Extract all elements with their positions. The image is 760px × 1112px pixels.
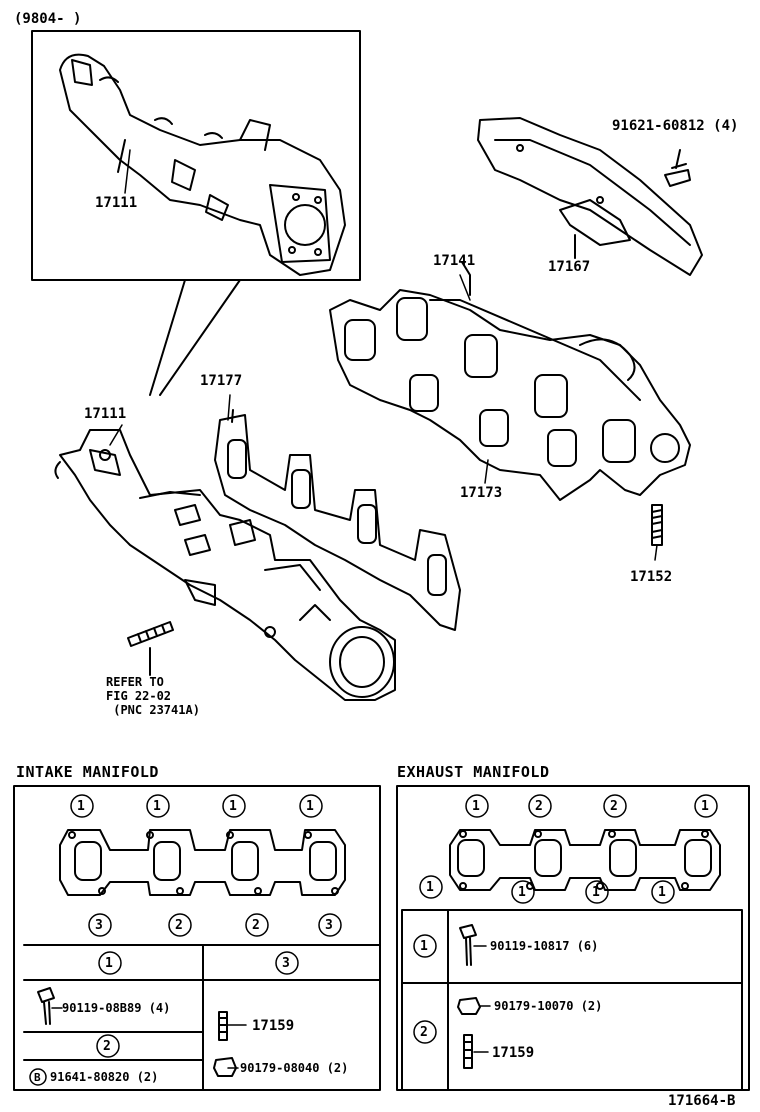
exhaust-table-grid bbox=[401, 909, 743, 1091]
exhaust-bolt-part: 90119-10817 (6) bbox=[490, 939, 599, 953]
exhaust-nut-part: 90179-10070 (2) bbox=[494, 999, 603, 1013]
intake-manifold-label: 17111 bbox=[84, 406, 127, 422]
stud-17152-drawing bbox=[651, 504, 663, 546]
exhaust-table-row2-mark: 2 bbox=[420, 1025, 428, 1040]
inset-part-label: 17111 bbox=[95, 195, 138, 211]
stud-glyph-exhaust bbox=[463, 1034, 473, 1069]
intake-gasket-schematic bbox=[59, 829, 346, 896]
callout-dashes bbox=[51, 945, 491, 1069]
exhaust-bottom-mark-1: 1 bbox=[426, 880, 434, 895]
intake-bolt-part: 90119-08B89 (4) bbox=[62, 1001, 171, 1015]
intake-manifold-drawing bbox=[54, 429, 396, 701]
figure-id: 171664-B bbox=[668, 1093, 736, 1109]
intake-table-col1-header: 1 bbox=[105, 956, 113, 971]
exhaust-top-mark-1: 1 bbox=[472, 799, 480, 814]
intake-bottom-mark-1: 3 bbox=[95, 918, 103, 933]
intake-table-row2-header: 2 bbox=[103, 1039, 111, 1054]
intake-top-mark-1: 1 bbox=[77, 799, 85, 814]
exhaust-bottom-mark-3: 1 bbox=[592, 885, 600, 900]
intake-top-mark-2: 1 bbox=[153, 799, 161, 814]
intake-table-col2-header: 3 bbox=[282, 956, 290, 971]
stud-label: 17152 bbox=[630, 569, 673, 585]
exhaust-top-mark-2: 2 bbox=[535, 799, 543, 814]
inset-intake-manifold-drawing bbox=[59, 53, 346, 276]
insulator-bolt-label: 91621-60812 (4) bbox=[612, 118, 739, 134]
intake-table-grid bbox=[23, 944, 381, 1091]
exhaust-bottom-mark-4: 1 bbox=[658, 885, 666, 900]
intake-bottom-mark-4: 3 bbox=[325, 918, 333, 933]
intake-row2-part: 91641-80820 (2) bbox=[50, 1070, 159, 1084]
intake-gasket-drawing bbox=[214, 409, 461, 631]
circled-marks bbox=[29, 794, 718, 1086]
nut-glyph bbox=[213, 1057, 237, 1077]
refer-stud-drawing bbox=[127, 621, 174, 676]
exhaust-gasket-label: 17173 bbox=[460, 485, 503, 501]
exhaust-gasket-schematic bbox=[449, 829, 721, 891]
exhaust-top-mark-4: 1 bbox=[701, 799, 709, 814]
refer-note: REFER TO FIG 22-02 (PNC 23741A) bbox=[106, 675, 200, 717]
intake-bottom-mark-2: 2 bbox=[175, 918, 183, 933]
inset-callout-pointer bbox=[149, 279, 241, 396]
exhaust-manifold-label: 17141 bbox=[433, 253, 476, 269]
stud-glyph bbox=[218, 1011, 228, 1041]
intake-gasket-label: 17177 bbox=[200, 373, 243, 389]
intake-stud-part: 17159 bbox=[252, 1018, 295, 1034]
exhaust-manifold-drawing bbox=[329, 261, 691, 501]
intake-section-frame bbox=[13, 785, 381, 1091]
intake-top-mark-4: 1 bbox=[306, 799, 314, 814]
intake-section-title: INTAKE MANIFOLD bbox=[16, 763, 159, 781]
leader-lines bbox=[109, 149, 658, 561]
exhaust-stud-part: 17159 bbox=[492, 1045, 535, 1061]
heat-insulator-label: 17167 bbox=[548, 259, 591, 275]
intake-row2-prefix: B bbox=[34, 1071, 41, 1084]
bolt-glyph-exhaust bbox=[459, 924, 477, 966]
intake-bottom-mark-3: 2 bbox=[252, 918, 260, 933]
exhaust-table-row1-mark: 1 bbox=[420, 939, 428, 954]
heat-insulator-drawing bbox=[477, 117, 703, 276]
inset-frame bbox=[31, 30, 361, 281]
nut-glyph-exhaust bbox=[457, 997, 481, 1015]
intake-top-mark-3: 1 bbox=[229, 799, 237, 814]
intake-nut-part: 90179-08040 (2) bbox=[240, 1061, 349, 1075]
exhaust-top-mark-3: 2 bbox=[610, 799, 618, 814]
exhaust-section-frame bbox=[396, 785, 750, 1091]
inset-date-code: (9804- ) bbox=[14, 11, 82, 27]
exhaust-section-title: EXHAUST MANIFOLD bbox=[397, 763, 550, 781]
exhaust-bottom-mark-2: 1 bbox=[518, 885, 526, 900]
bolt-glyph bbox=[37, 987, 55, 1025]
